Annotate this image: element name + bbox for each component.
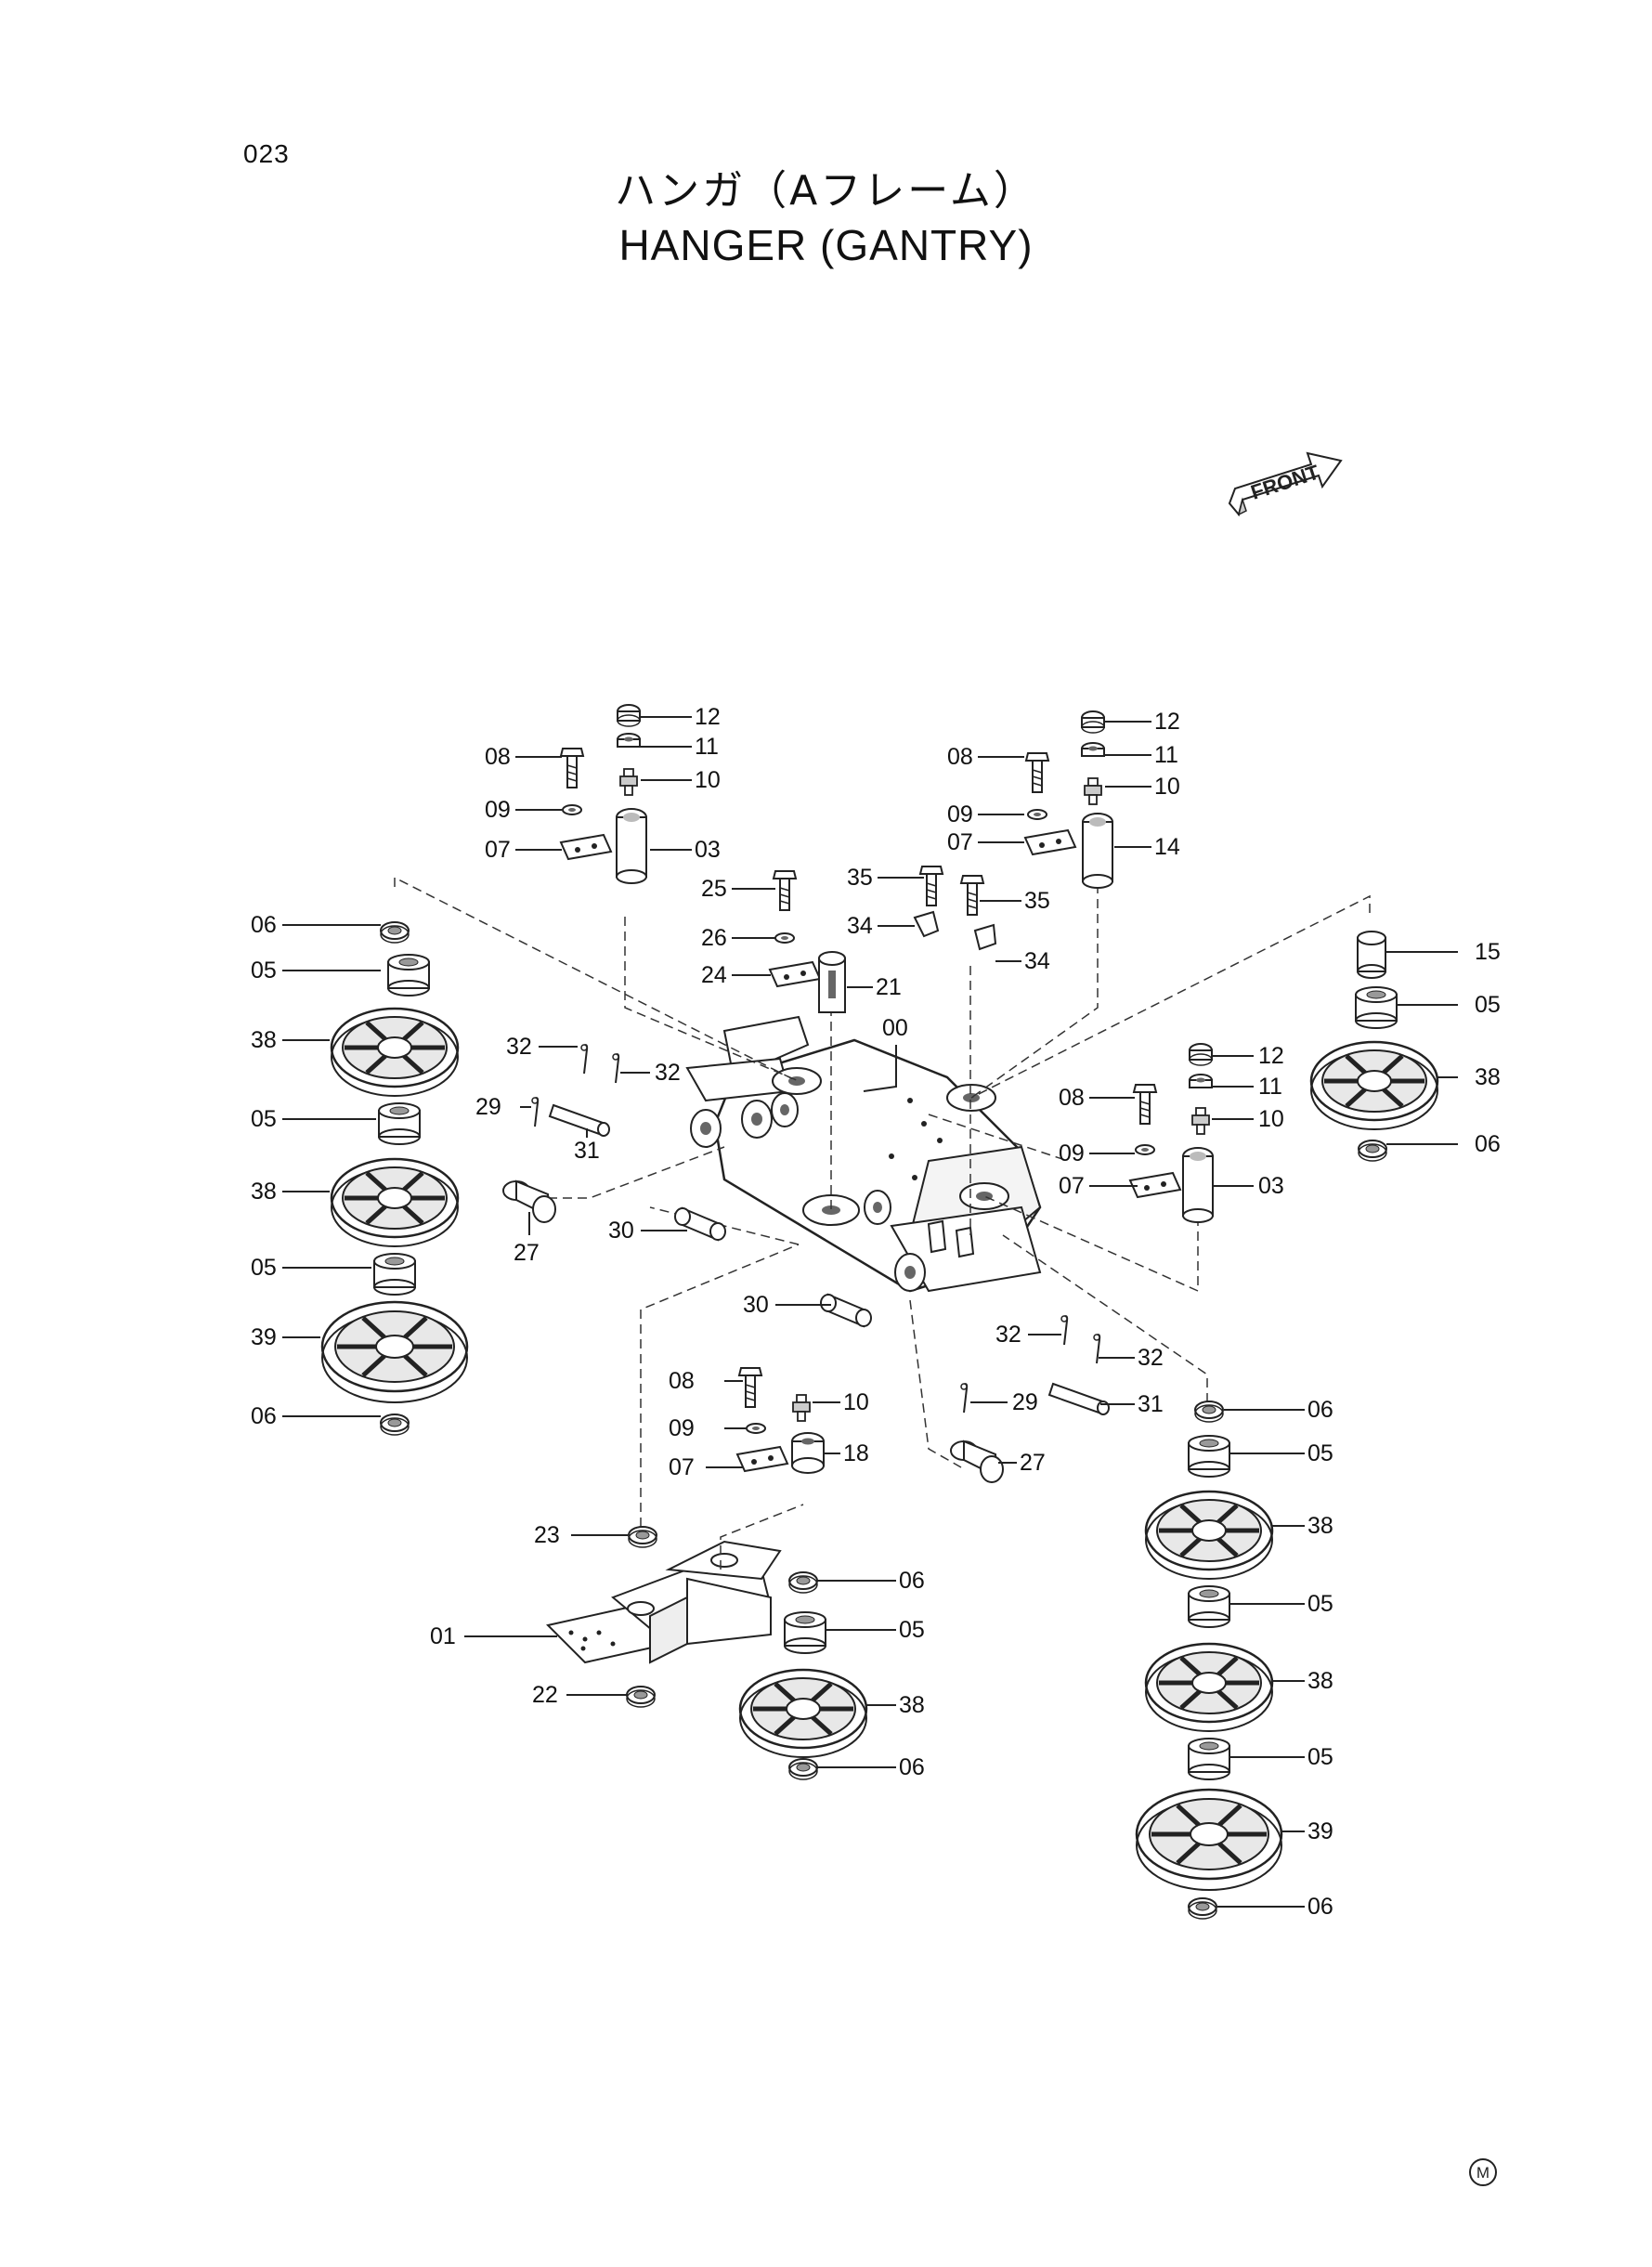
lower-right-column-parts (1137, 1401, 1281, 1920)
callout-07: 07 (669, 1454, 695, 1480)
callout-18: 18 (843, 1440, 869, 1466)
leader-lines (282, 716, 1458, 1908)
callout-10: 10 (1154, 774, 1180, 800)
page-title: ハンガ（Aフレーム） HANGER (GANTRY) (0, 165, 1652, 273)
callout-26: 26 (701, 925, 727, 951)
callout-11: 11 (1154, 742, 1178, 768)
callout-14: 14 (1154, 834, 1180, 860)
callout-38: 38 (251, 1179, 277, 1205)
callout-05: 05 (1307, 1440, 1333, 1466)
callout-05: 05 (1307, 1744, 1333, 1770)
callout-07: 07 (485, 837, 511, 863)
callout-27: 27 (514, 1240, 540, 1266)
callout-32: 32 (995, 1322, 1021, 1348)
callout-32: 32 (655, 1060, 681, 1086)
registered-mark-icon: M (1469, 2158, 1497, 2186)
callout-35: 35 (847, 865, 873, 891)
assembly-guide-lines (394, 854, 1371, 1570)
right-column-parts (1311, 931, 1437, 1162)
callout-08: 08 (1059, 1085, 1085, 1111)
callout-09: 09 (669, 1415, 695, 1441)
callout-05: 05 (1475, 992, 1501, 1018)
callout-labels: 12 11 10 08 09 07 03 08 09 07 12 11 10 1… (251, 704, 1501, 1920)
callout-38: 38 (251, 1027, 277, 1053)
upper-small-parts (560, 704, 1214, 1223)
callout-32: 32 (1138, 1345, 1164, 1371)
callout-03: 03 (1258, 1173, 1284, 1199)
callout-08: 08 (485, 744, 511, 770)
callout-30: 30 (743, 1292, 769, 1318)
callout-00: 00 (882, 1015, 908, 1041)
callout-39: 39 (1307, 1818, 1333, 1844)
callout-35: 35 (1024, 888, 1050, 914)
callout-38: 38 (1307, 1668, 1333, 1694)
callout-25: 25 (701, 876, 727, 902)
callout-29: 29 (475, 1094, 501, 1120)
callout-06: 06 (1475, 1131, 1501, 1157)
page-number: 023 (243, 139, 290, 168)
callout-06: 06 (251, 912, 277, 938)
callout-05: 05 (251, 1106, 277, 1132)
callout-07: 07 (947, 829, 973, 855)
callout-08: 08 (947, 744, 973, 770)
callout-03: 03 (695, 837, 721, 863)
callout-06: 06 (899, 1568, 925, 1594)
callout-22: 22 (532, 1682, 558, 1708)
callout-21: 21 (876, 974, 902, 1000)
callout-10: 10 (1258, 1106, 1284, 1132)
callout-27: 27 (1020, 1450, 1046, 1476)
callout-38: 38 (1307, 1513, 1333, 1539)
hanger-frame (685, 1015, 1042, 1293)
callout-12: 12 (695, 704, 721, 730)
callout-05: 05 (1307, 1591, 1333, 1617)
callout-11: 11 (1258, 1074, 1282, 1100)
lower-bracket (546, 1540, 782, 1664)
callout-05: 05 (251, 1255, 277, 1281)
lower-small-parts (736, 1367, 825, 1474)
callout-39: 39 (251, 1324, 277, 1350)
callout-08: 08 (669, 1368, 695, 1394)
callout-01: 01 (430, 1623, 456, 1649)
left-column-parts (322, 921, 467, 1436)
callout-34: 34 (847, 913, 873, 939)
callout-07: 07 (1059, 1173, 1085, 1199)
callout-38: 38 (899, 1692, 925, 1718)
callout-09: 09 (485, 797, 511, 823)
callout-34: 34 (1024, 948, 1050, 974)
callout-05: 05 (899, 1617, 925, 1643)
title-english: HANGER (GANTRY) (618, 221, 1034, 269)
callout-10: 10 (695, 767, 721, 793)
callout-23: 23 (534, 1522, 560, 1548)
callout-05: 05 (251, 958, 277, 984)
callout-06: 06 (251, 1403, 277, 1429)
callout-38: 38 (1475, 1064, 1501, 1090)
title-japanese: ハンガ（Aフレーム） (615, 167, 1037, 215)
callout-06: 06 (899, 1754, 925, 1780)
callout-31: 31 (1138, 1391, 1164, 1417)
callout-12: 12 (1258, 1043, 1284, 1069)
callout-10: 10 (843, 1389, 869, 1415)
callout-12: 12 (1154, 709, 1180, 735)
callout-15: 15 (1475, 939, 1501, 965)
callout-06: 06 (1307, 1894, 1333, 1920)
callout-29: 29 (1012, 1389, 1038, 1415)
callout-06: 06 (1307, 1397, 1333, 1423)
callout-30: 30 (608, 1218, 634, 1244)
front-arrow-icon: FRONT (1228, 451, 1343, 517)
callout-32: 32 (506, 1034, 532, 1060)
corner-mark: M (1476, 2164, 1489, 2182)
callout-24: 24 (701, 962, 727, 988)
callout-09: 09 (1059, 1140, 1085, 1166)
callout-09: 09 (947, 801, 973, 827)
callout-11: 11 (695, 734, 719, 760)
callout-31: 31 (574, 1138, 600, 1164)
